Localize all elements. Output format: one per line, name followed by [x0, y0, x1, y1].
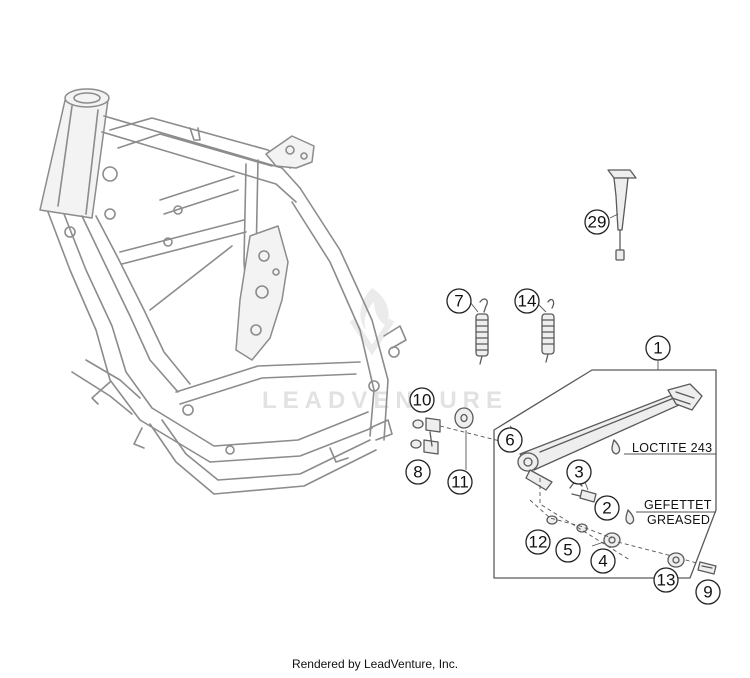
callout-29: 29	[584, 209, 610, 235]
grease-drop-icon	[625, 509, 635, 525]
loctite-note: LOCTITE 243	[632, 441, 712, 455]
callout-9-label: 9	[703, 583, 712, 602]
callout-6-label: 6	[505, 431, 514, 450]
callout-1-label: 1	[653, 339, 662, 358]
callout-4-label: 4	[598, 552, 607, 571]
part-14-spring	[541, 298, 555, 363]
callout-8: 8	[405, 459, 431, 485]
greased-note-de: GEFETTET	[644, 498, 712, 512]
callout-14: 14	[514, 288, 540, 314]
callout-8-label: 8	[413, 463, 422, 482]
part-29-tool	[607, 169, 637, 261]
part-13-nut	[667, 552, 685, 568]
callout-12: 12	[525, 529, 551, 555]
callout-12-label: 12	[529, 533, 548, 552]
callout-11-label: 11	[451, 473, 469, 492]
watermark: LEADVENTURE	[262, 288, 508, 414]
rear-top-mount	[265, 135, 315, 169]
callout-7-label: 7	[454, 292, 463, 311]
callout-13-label: 13	[657, 571, 676, 590]
part-9-bolt	[697, 561, 717, 575]
callout-10: 10	[409, 387, 435, 413]
callout-4: 4	[590, 548, 616, 574]
part-7-spring	[475, 298, 489, 365]
watermark-text: LEADVENTURE	[262, 387, 508, 414]
loctite-drop-icon	[611, 439, 621, 455]
callout-6: 6	[497, 427, 523, 453]
callout-11: 11	[447, 469, 473, 495]
head-tube-top	[64, 88, 110, 108]
callout-13: 13	[653, 567, 679, 593]
engine-mount-plate	[235, 225, 289, 361]
side-stand-assembly	[439, 369, 717, 579]
callout-3-label: 3	[574, 463, 583, 482]
callout-29-label: 29	[588, 213, 607, 232]
frame-illustration	[39, 88, 407, 495]
footer-credit: Rendered by LeadVenture, Inc.	[292, 657, 458, 671]
callout-5-label: 5	[563, 541, 572, 560]
stand-foot	[667, 383, 703, 411]
stand-bar	[519, 391, 691, 471]
callout-10-label: 10	[413, 391, 432, 410]
callout-1: 1	[645, 335, 671, 361]
callout-3: 3	[566, 459, 592, 485]
part-11-washer	[454, 407, 474, 429]
callout-2: 2	[594, 495, 620, 521]
callout-14-label: 14	[518, 292, 537, 311]
callout-9: 9	[695, 579, 721, 605]
watermark-flame-icon	[349, 288, 395, 356]
callout-2-label: 2	[602, 499, 611, 518]
greased-note-en: GREASED	[647, 513, 710, 527]
assembly-frame	[493, 369, 717, 579]
part-10-screws	[410, 417, 441, 455]
callout-5: 5	[555, 537, 581, 563]
callout-7: 7	[446, 288, 472, 314]
